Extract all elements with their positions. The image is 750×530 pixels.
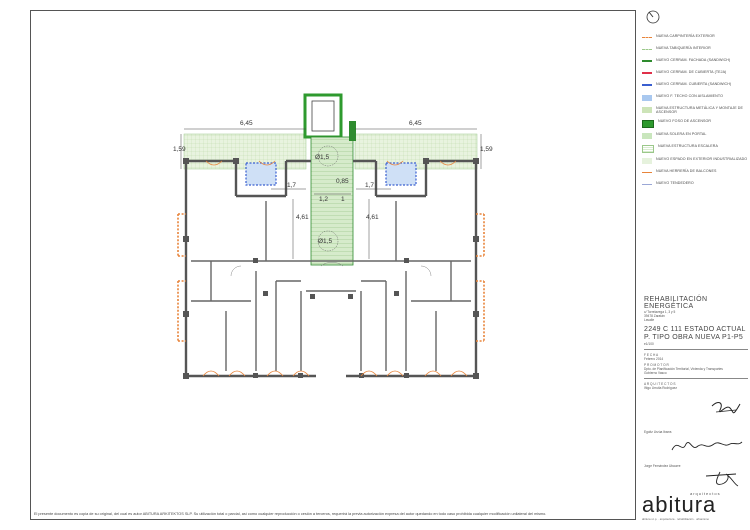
dim-lower-dia: Ø1,5 bbox=[318, 238, 332, 245]
signature-1-icon bbox=[711, 402, 741, 414]
legend-item: NUEVO CERRAM. FACHADA (SANDWICH) bbox=[642, 58, 748, 66]
legend-item: NUEVO CERRAM. CUBIERTA (SANDWICH) bbox=[642, 82, 748, 90]
legend-swatch-icon bbox=[642, 157, 652, 164]
dim-mid-1-2: 1,2 bbox=[319, 196, 328, 203]
dim-left-1-7: 1,7 bbox=[287, 182, 296, 189]
brand-logo: arquitectos abitura abitura s.l.p. · arq… bbox=[642, 491, 748, 521]
brand-tag: arquitectos bbox=[690, 491, 721, 496]
dim-right-depth: 1,59 bbox=[480, 146, 493, 153]
legend-label: NUEVO TENDEDERO bbox=[656, 180, 694, 185]
address-line-3: Lavalle bbox=[644, 318, 655, 322]
legend-item: NUEVO F. TECHO CON AISLAMIENTO bbox=[642, 94, 748, 102]
legend-swatch-icon bbox=[642, 49, 652, 50]
title-column: NUEVA CARPINTERÍA EXTERIOR NUEVA TABIQUER… bbox=[640, 10, 748, 521]
legend-label: NUEVO CERRAM. DE CUBIERTA (TEJA) bbox=[656, 70, 727, 74]
brand-sub: abitura s.l.p. · arquitectura · rehabili… bbox=[642, 517, 710, 521]
legend-item: NUEVA SOLERA EN PORTAL bbox=[642, 132, 748, 140]
stair-core bbox=[310, 136, 354, 266]
architect-1: Egoitz Urzúa Ibarra bbox=[644, 430, 672, 434]
legend-swatch-icon bbox=[642, 119, 654, 128]
address-line-2: 39478 Zaratán bbox=[644, 314, 665, 318]
architects-label: A R Q U I T E C T O S bbox=[644, 382, 676, 386]
promoter-label: P R O M O T O R bbox=[644, 363, 669, 367]
left-lightwell bbox=[245, 162, 277, 186]
footer-disclaimer: El presente documento es copia de su ori… bbox=[34, 512, 547, 516]
legend-label: NUEVA ESTRUCTURA METÁLICA Y MONTAJE DE A… bbox=[656, 106, 744, 115]
legend-item: NUEVO ESPADO EN EXTERIOR INDUSTRIALIZADO bbox=[642, 157, 748, 165]
legend-label: NUEVA HERRERÍA DE BALCONES bbox=[656, 168, 717, 173]
legend-item: NUEVA ESTRUCTURA METÁLICA Y MONTAJE DE A… bbox=[642, 106, 748, 115]
legend-label: NUEVA SOLERA EN PORTAL bbox=[656, 131, 707, 136]
legend-label: NUEVO CERRAM. CUBIERTA (SANDWICH) bbox=[656, 82, 732, 86]
floor-plan: 6,45 6,45 1,59 1,59 Ø1,5 0,85 1,7 1,7 1,… bbox=[173, 93, 493, 379]
legend-swatch-icon bbox=[642, 72, 652, 74]
sheet-title-1: 2249 C 111 ESTADO ACTUAL bbox=[644, 326, 746, 333]
legend-item: NUEVA ESTRUCTURA ESCALERA bbox=[642, 144, 748, 153]
date: Febrero 2014 bbox=[644, 357, 664, 361]
address-line-1: c/ Torrelavega 1, 3 y 5 bbox=[644, 310, 676, 314]
legend-item: NUEVO FOSO DE ASCENSOR bbox=[642, 119, 748, 128]
scale: e1/100 bbox=[644, 342, 654, 346]
architect-0: Iñigo Urrutia Rodríguez bbox=[644, 386, 677, 390]
legend-item: NUEVA CARPINTERÍA EXTERIOR bbox=[642, 34, 748, 42]
legend-label: NUEVO CERRAM. FACHADA (SANDWICH) bbox=[656, 58, 731, 62]
legend-item: NUEVO TENDEDERO bbox=[642, 181, 748, 189]
brand-name: abitura bbox=[642, 492, 717, 517]
legend-item: NUEVO CERRAM. DE CUBIERTA (TEJA) bbox=[642, 70, 748, 78]
legend-swatch-icon bbox=[642, 107, 652, 113]
drawing-frame: 6,45 6,45 1,59 1,59 Ø1,5 0,85 1,7 1,7 1,… bbox=[30, 10, 636, 520]
legend-label: NUEVA TABIQUERÍA INTERIOR bbox=[656, 46, 711, 50]
legend-swatch-icon bbox=[642, 183, 652, 185]
legend-swatch-icon bbox=[642, 132, 652, 139]
signature-2-icon bbox=[671, 441, 743, 451]
legend: NUEVA CARPINTERÍA EXTERIOR NUEVA TABIQUER… bbox=[642, 34, 748, 193]
legend-label: NUEVO F. TECHO CON AISLAMIENTO bbox=[656, 94, 723, 98]
legend-swatch-icon bbox=[642, 171, 652, 173]
left-terrace bbox=[183, 133, 307, 170]
legend-swatch-icon bbox=[642, 37, 652, 38]
legend-label: NUEVO ESPADO EN EXTERIOR INDUSTRIALIZADO bbox=[656, 156, 748, 161]
north-arrow-icon bbox=[646, 10, 660, 24]
date-label: F E C H A bbox=[644, 353, 659, 357]
architect-2: Jorge Fernández Ubaurre bbox=[644, 464, 681, 468]
legend-swatch-icon bbox=[642, 144, 654, 153]
dim-right-width: 6,45 bbox=[409, 120, 422, 127]
legend-label: NUEVA ESTRUCTURA ESCALERA bbox=[658, 143, 718, 148]
title-block: REHABILITACIÓN ENERGÉTICA c/ Torrelavega… bbox=[644, 296, 748, 390]
dim-left-width: 6,45 bbox=[240, 120, 253, 127]
dim-stair-top: 0,85 bbox=[336, 178, 349, 185]
sheet-title-2: P. TIPO OBRA NUEVA P1-P5 bbox=[644, 334, 744, 341]
promoter-line-1: Dpto. de Planificación Territorial, Vivi… bbox=[644, 367, 723, 371]
dim-right-1-7: 1,7 bbox=[365, 182, 374, 189]
legend-item: NUEVA TABIQUERÍA INTERIOR bbox=[642, 46, 748, 54]
legend-swatch-icon bbox=[642, 60, 652, 62]
dim-left-4-61: 4,61 bbox=[296, 214, 309, 221]
legend-label: NUEVA CARPINTERÍA EXTERIOR bbox=[656, 34, 715, 38]
right-lightwell bbox=[385, 162, 417, 186]
new-exterior-carpentry bbox=[177, 213, 485, 342]
legend-swatch-icon bbox=[642, 95, 652, 101]
dim-left-depth: 1,59 bbox=[173, 146, 186, 153]
dim-mid-1: 1 bbox=[341, 196, 345, 203]
project-title: REHABILITACIÓN ENERGÉTICA bbox=[644, 296, 708, 310]
legend-item: NUEVA HERRERÍA DE BALCONES bbox=[642, 169, 748, 177]
legend-label: NUEVO FOSO DE ASCENSOR bbox=[658, 118, 712, 123]
signature-3-icon bbox=[705, 471, 739, 487]
dim-lift-dia: Ø1,5 bbox=[315, 154, 329, 161]
legend-swatch-icon bbox=[642, 84, 652, 86]
promoter-line-2: Gobierno Vasco bbox=[644, 371, 667, 375]
dim-right-4-61: 4,61 bbox=[366, 214, 379, 221]
dimension-labels: 6,45 6,45 1,59 1,59 Ø1,5 0,85 1,7 1,7 1,… bbox=[173, 120, 493, 245]
